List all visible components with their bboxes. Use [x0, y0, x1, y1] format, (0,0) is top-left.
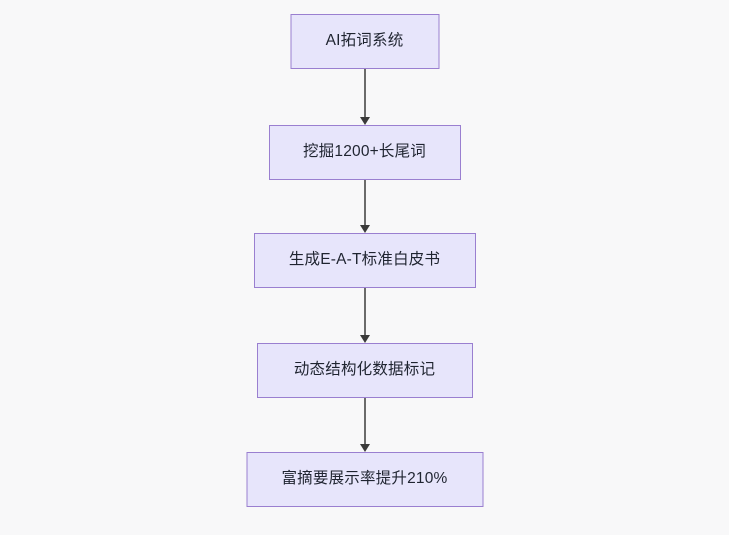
connector-line [363, 180, 366, 226]
flow-node-generate-eat-whitepaper[interactable]: 生成E-A-T标准白皮书 [253, 233, 476, 288]
arrow-down-icon [359, 225, 370, 233]
flow-node-label: 生成E-A-T标准白皮书 [288, 251, 441, 269]
flow-connector-1 [359, 180, 371, 233]
flow-node-ai-keyword-system[interactable]: AI拓词系统 [290, 14, 439, 69]
connector-line [363, 288, 366, 336]
connector-line [363, 398, 366, 445]
flow-connector-0 [359, 69, 371, 125]
flow-connector-2 [359, 288, 371, 343]
connector-line [363, 69, 366, 118]
flow-node-rich-snippet-impression-lift[interactable]: 富摘要展示率提升210% [246, 452, 483, 507]
flow-node-label: 动态结构化数据标记 [293, 361, 436, 379]
flow-node-label: AI拓词系统 [325, 32, 404, 50]
arrow-down-icon [359, 335, 370, 343]
arrow-down-icon [359, 117, 370, 125]
flow-connector-3 [359, 398, 371, 452]
flow-node-label: 富摘要展示率提升210% [281, 470, 448, 488]
arrow-down-icon [359, 444, 370, 452]
flow-node-label: 挖掘1200+长尾词 [302, 143, 427, 161]
flow-node-dynamic-structured-data-markup[interactable]: 动态结构化数据标记 [256, 343, 473, 398]
flow-node-mine-longtail-keywords[interactable]: 挖掘1200+长尾词 [268, 125, 461, 180]
